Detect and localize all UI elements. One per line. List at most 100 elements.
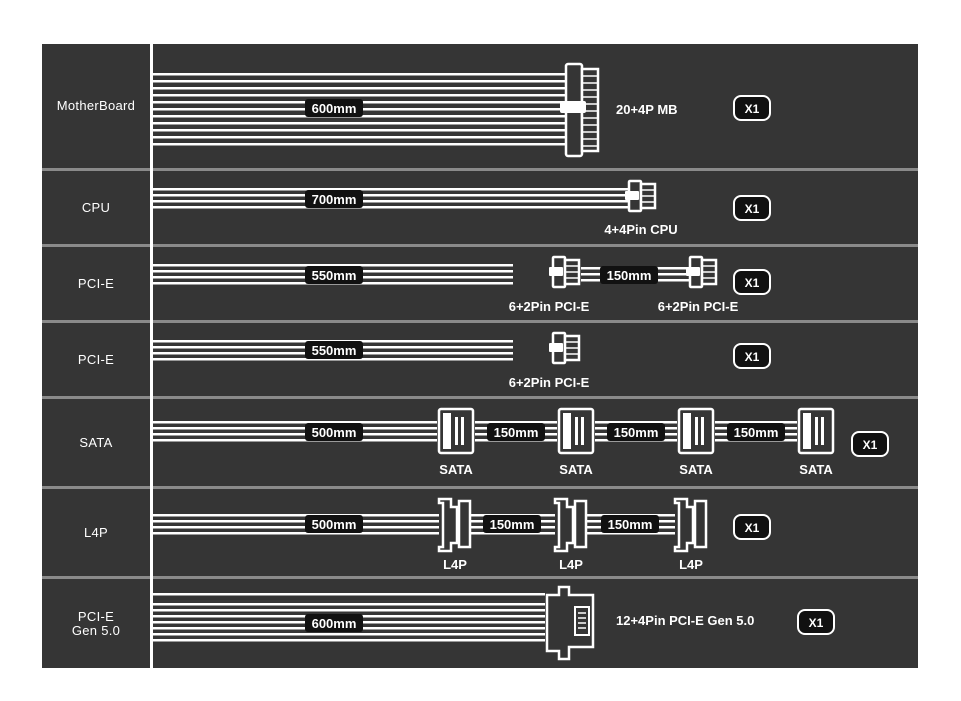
- sata-connector-icon: [437, 407, 475, 455]
- label-column-divider: [150, 44, 153, 668]
- cpu-8pin-connector-icon: [625, 179, 657, 213]
- molex-4pin-connector-icon: [553, 497, 588, 553]
- row-label-line: PCI-E: [77, 275, 115, 291]
- cable-length-label: 600mm: [312, 101, 357, 116]
- cable-spec-table: MotherBoard 600mm: [42, 44, 918, 668]
- quantity-badge: X1: [797, 609, 835, 635]
- row-label: L4P: [42, 489, 150, 576]
- quantity-label: X1: [745, 276, 760, 290]
- cable-length-badge: 500mm: [305, 423, 363, 441]
- row-label-line: MotherBoard: [56, 98, 136, 113]
- connector-label: 6+2Pin PCI-E: [509, 299, 590, 314]
- cable-length-label: 500mm: [312, 425, 357, 440]
- connector-label: 6+2Pin PCI-E: [658, 299, 739, 314]
- connector-label: SATA: [799, 462, 833, 477]
- quantity-label: X1: [809, 616, 824, 630]
- connector-label: L4P: [443, 557, 467, 572]
- row-l4p: L4P 500mm 150mm: [42, 489, 918, 576]
- cable-length-label: 150mm: [607, 268, 652, 283]
- cable-length-badge: 150mm: [727, 423, 785, 441]
- connector-label: 12+4Pin PCI-E Gen 5.0: [616, 613, 754, 628]
- cable-diagram: 550mm 6+2Pin PCI-E X1: [153, 331, 771, 390]
- cable-length-label: 500mm: [312, 517, 357, 532]
- sata-connector-icon: [557, 407, 595, 455]
- sata-connector-icon: [677, 407, 715, 455]
- row-label-line: PCI-E: [77, 351, 115, 367]
- row-separator: [42, 576, 918, 579]
- row-label: PCI-E: [42, 323, 150, 396]
- cable-diagram: 700mm 4+4Pin CPU X1: [153, 179, 771, 237]
- 12vhpwr-connector-icon: [545, 585, 595, 661]
- row-label-line: L4P: [83, 524, 109, 540]
- connector-label: L4P: [559, 557, 583, 572]
- cable-diagram: 500mm 150mm 150mm: [153, 407, 889, 477]
- connector-label: SATA: [439, 462, 473, 477]
- connector-label: 4+4Pin CPU: [604, 222, 677, 237]
- quantity-badge: X1: [851, 431, 889, 457]
- cable-length-label: 150mm: [608, 517, 653, 532]
- row-separator: [42, 396, 918, 399]
- molex-4pin-connector-icon: [437, 497, 472, 553]
- wire-bundle: [153, 514, 675, 535]
- row-pcie-gen5: PCI-E Gen 5.0 600mm: [42, 579, 918, 668]
- connector-label: 20+4P MB: [616, 102, 678, 117]
- cable-diagram: 600mm 20+4P MB X1: [153, 62, 771, 158]
- quantity-badge: X1: [733, 514, 771, 540]
- atx-24pin-connector-icon: [560, 62, 600, 158]
- cable-length-label: 600mm: [312, 616, 357, 631]
- row-motherboard: MotherBoard 600mm: [42, 44, 918, 168]
- row-separator: [42, 320, 918, 323]
- connector-label: SATA: [559, 462, 593, 477]
- row-pcie-chain: PCI-E 550mm 150mm: [42, 247, 918, 320]
- row-sata: SATA 500mm: [42, 399, 918, 486]
- cable-diagram: 500mm 150mm 150mm L4P L: [153, 497, 771, 572]
- connector-label: L4P: [679, 557, 703, 572]
- wire-bundle: [153, 188, 631, 209]
- quantity-badge: X1: [733, 269, 771, 295]
- quantity-label: X1: [745, 202, 760, 216]
- row-label: PCI-E: [42, 247, 150, 320]
- cable-length-label: 550mm: [312, 343, 357, 358]
- row-label-line: SATA: [79, 434, 113, 450]
- row-label-line: PCI-E: [77, 608, 115, 624]
- quantity-label: X1: [745, 521, 760, 535]
- cable-length-badge: 150mm: [607, 423, 665, 441]
- pcie-8pin-connector-icon: [549, 331, 581, 365]
- cable-length-badge: 600mm: [305, 614, 363, 632]
- row-label: CPU: [42, 171, 150, 244]
- cable-length-label: 550mm: [312, 268, 357, 283]
- cable-length-badge: 550mm: [305, 266, 363, 284]
- cable-length-label: 150mm: [734, 425, 779, 440]
- row-label-line: CPU: [81, 199, 111, 215]
- quantity-label: X1: [745, 350, 760, 364]
- cable-length-badge: 550mm: [305, 341, 363, 359]
- molex-4pin-connector-icon: [673, 497, 708, 553]
- cable-length-label: 700mm: [312, 192, 357, 207]
- quantity-badge: X1: [733, 95, 771, 121]
- quantity-badge: X1: [733, 343, 771, 369]
- cable-diagram: 600mm 12+4Pin PCI-E Gen 5.0 X1: [153, 585, 835, 661]
- cable-diagram: 550mm 150mm 6+2Pin P: [153, 255, 771, 314]
- cable-length-badge: 600mm: [305, 99, 363, 117]
- cable-length-badge: 150mm: [601, 515, 659, 533]
- row-separator: [42, 486, 918, 489]
- cable-length-badge: 150mm: [483, 515, 541, 533]
- cable-length-label: 150mm: [490, 517, 535, 532]
- connector-label: SATA: [679, 462, 713, 477]
- row-label: PCI-E Gen 5.0: [42, 579, 150, 668]
- row-separator: [42, 244, 918, 247]
- cable-length-badge: 700mm: [305, 190, 363, 208]
- cable-length-badge: 150mm: [487, 423, 545, 441]
- cable-length-label: 150mm: [614, 425, 659, 440]
- row-separator: [42, 168, 918, 171]
- row-label: SATA: [42, 399, 150, 486]
- row-cpu: CPU 700mm 4+4Pin CPU X1: [42, 171, 918, 244]
- pcie-8pin-connector-icon: [686, 255, 718, 289]
- cable-length-label: 150mm: [494, 425, 539, 440]
- quantity-badge: X1: [733, 195, 771, 221]
- row-pcie-single: PCI-E 550mm 6+2Pin PCI-E X1: [42, 323, 918, 396]
- connector-label: 6+2Pin PCI-E: [509, 375, 590, 390]
- row-label: MotherBoard: [42, 44, 150, 168]
- cable-length-badge: 500mm: [305, 515, 363, 533]
- quantity-label: X1: [863, 438, 878, 452]
